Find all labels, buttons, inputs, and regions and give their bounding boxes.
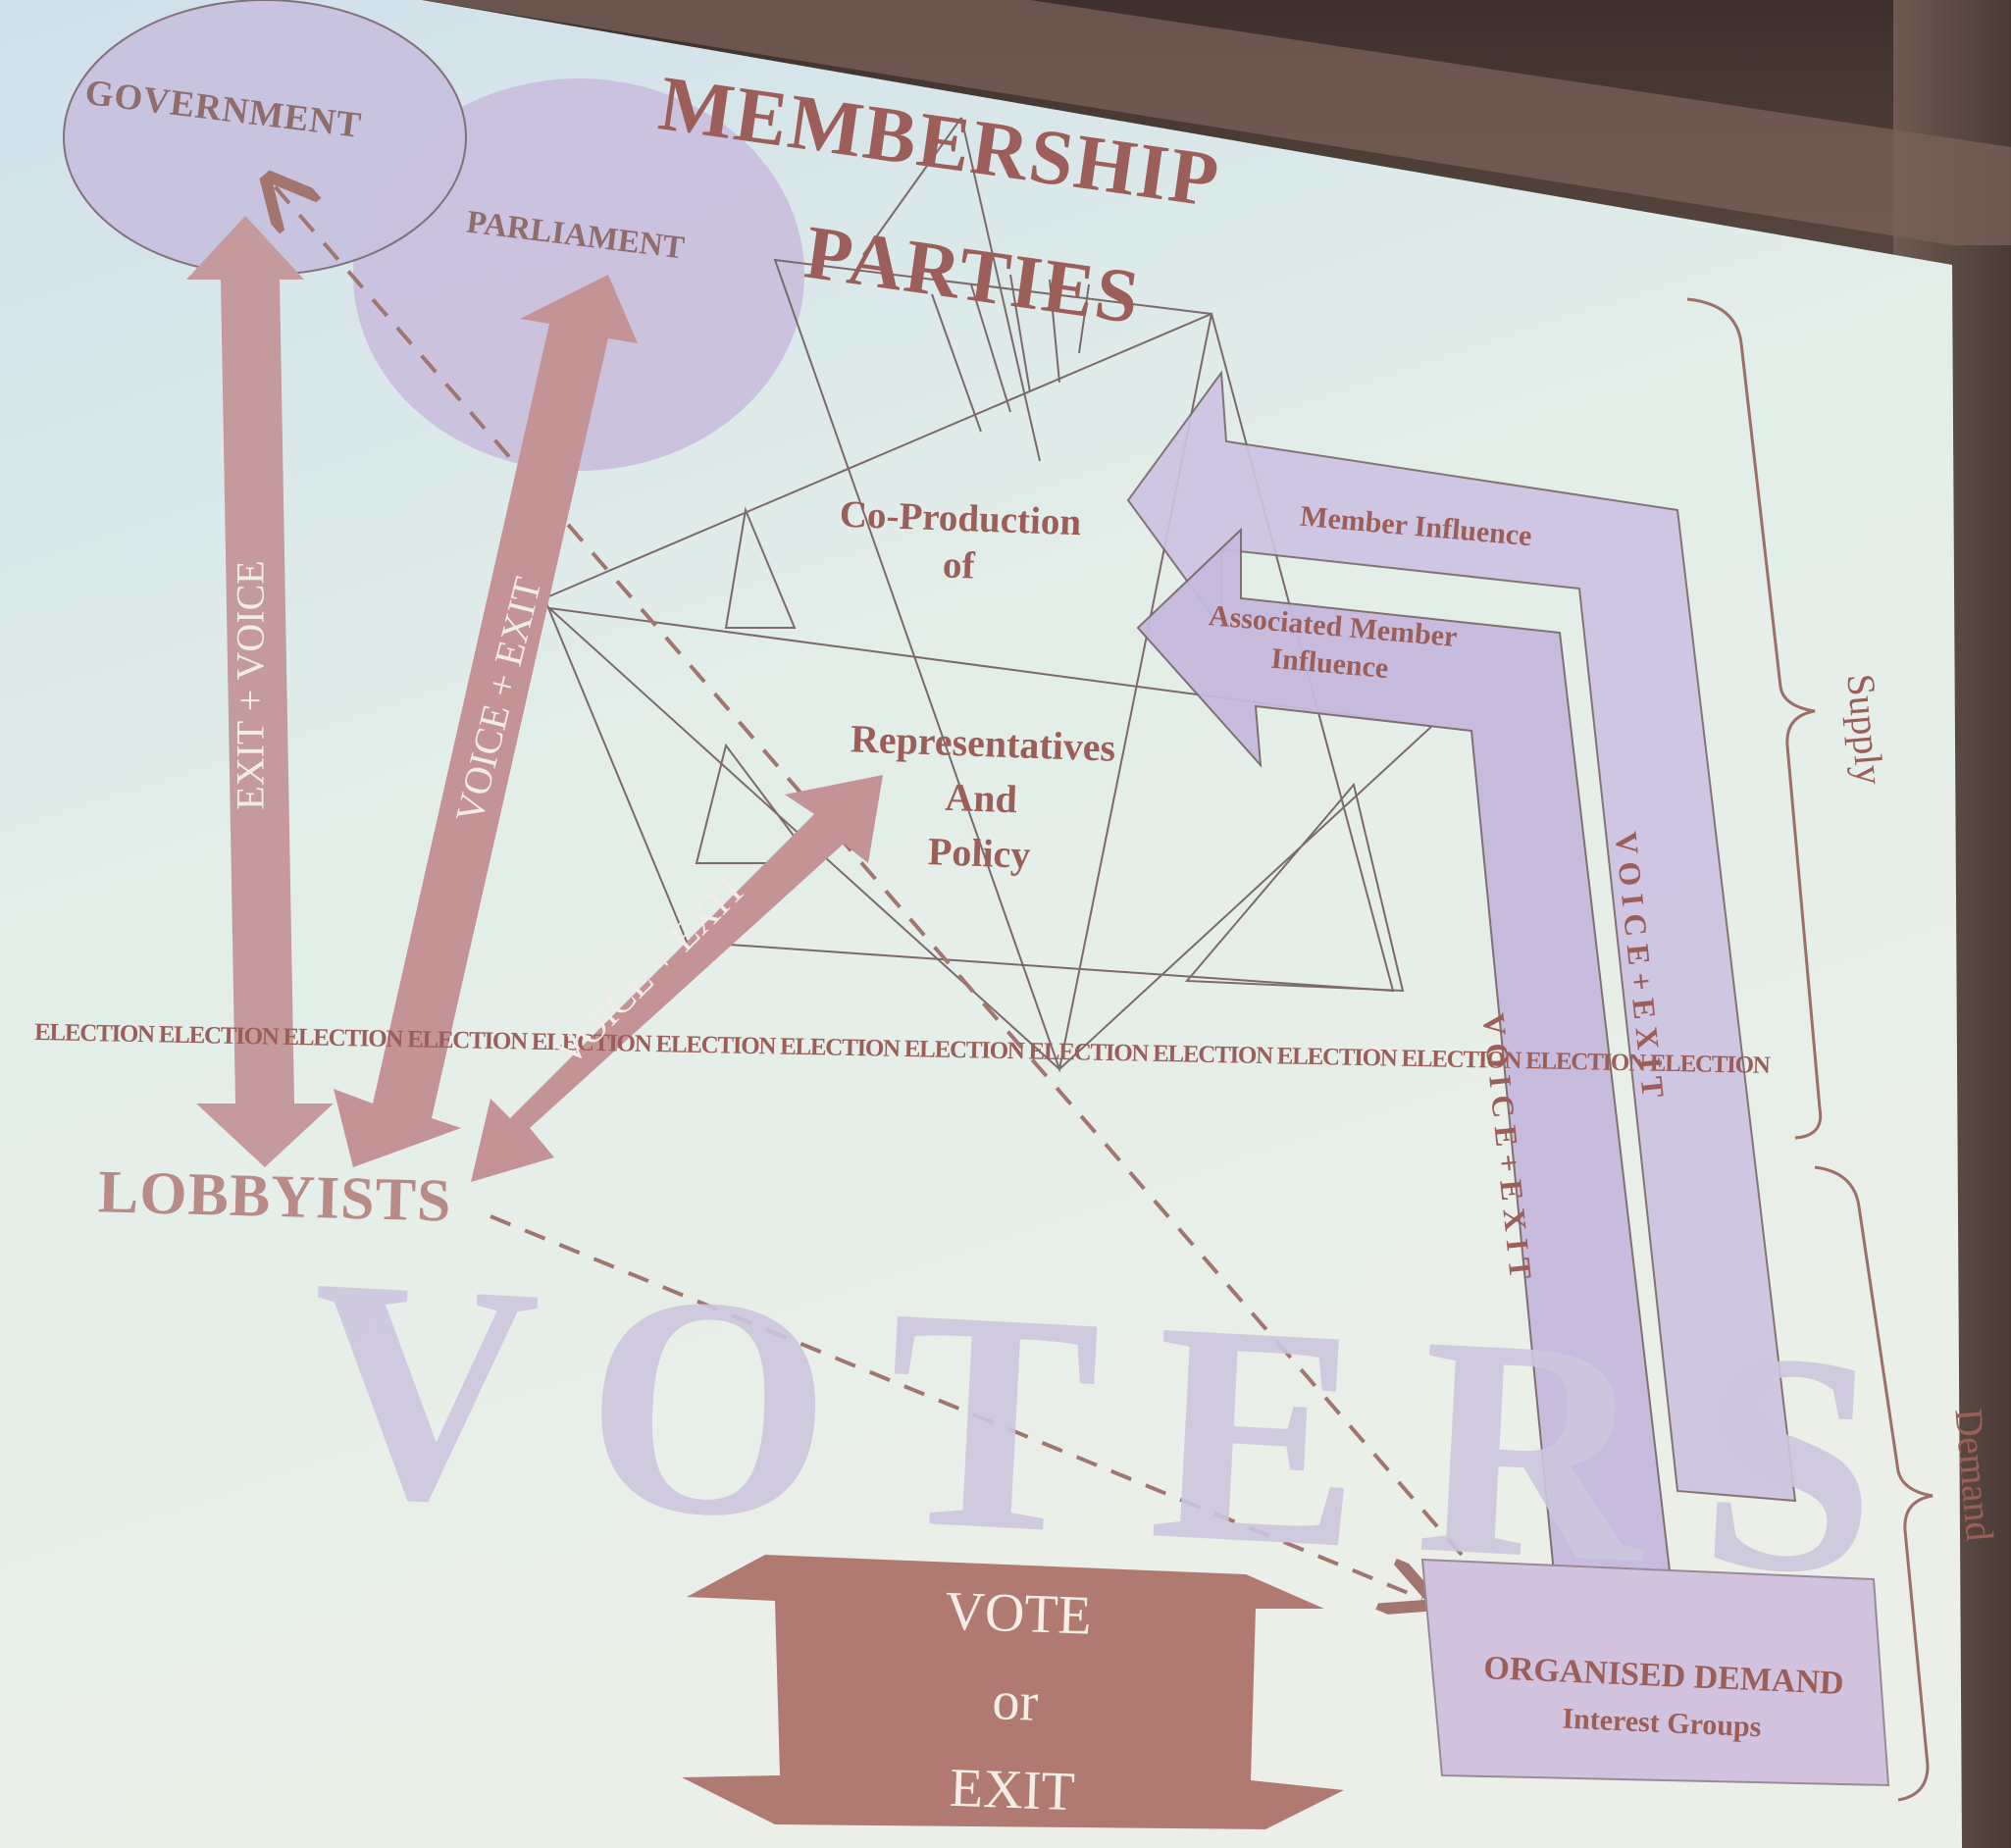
exit-voice-arrow [186, 216, 334, 1167]
demand-bracket [1814, 1165, 1934, 1802]
exit-voice-label: EXIT + VOICE [228, 560, 273, 810]
co-production-line-2: of [942, 543, 976, 588]
voice-exit-parliament-arrow [334, 275, 638, 1167]
representatives-label: Representatives And Policy [846, 711, 1116, 885]
representatives-line-3: Policy [927, 829, 1032, 877]
screen-roller [422, 0, 2011, 245]
dashed-links [275, 186, 1464, 1599]
government-ellipse [63, 0, 467, 276]
supply-bracket [1686, 297, 1823, 1140]
vote-line-3: EXIT [949, 1757, 1076, 1823]
supply-label: Supply [1838, 672, 1893, 787]
co-production-label: Co-Production of [837, 491, 1082, 594]
vote-line-2: or [991, 1670, 1040, 1733]
vote-exit-label: VOTE or EXIT [912, 1566, 1117, 1838]
co-production-line-1: Co-Production [839, 492, 1082, 544]
slide-surface [0, 0, 1962, 1848]
voice-exit-policy-arrow [471, 775, 883, 1182]
organised-demand-box [1420, 1558, 1890, 1787]
representatives-line-2: And [944, 774, 1018, 822]
vote-line-1: VOTE [944, 1580, 1093, 1647]
parliament-ellipse [353, 78, 804, 471]
lobbyists-label: LOBBYISTS [97, 1158, 453, 1235]
vote-exit-arrow [682, 1555, 1344, 1829]
representatives-line-1: Representatives [850, 716, 1116, 770]
